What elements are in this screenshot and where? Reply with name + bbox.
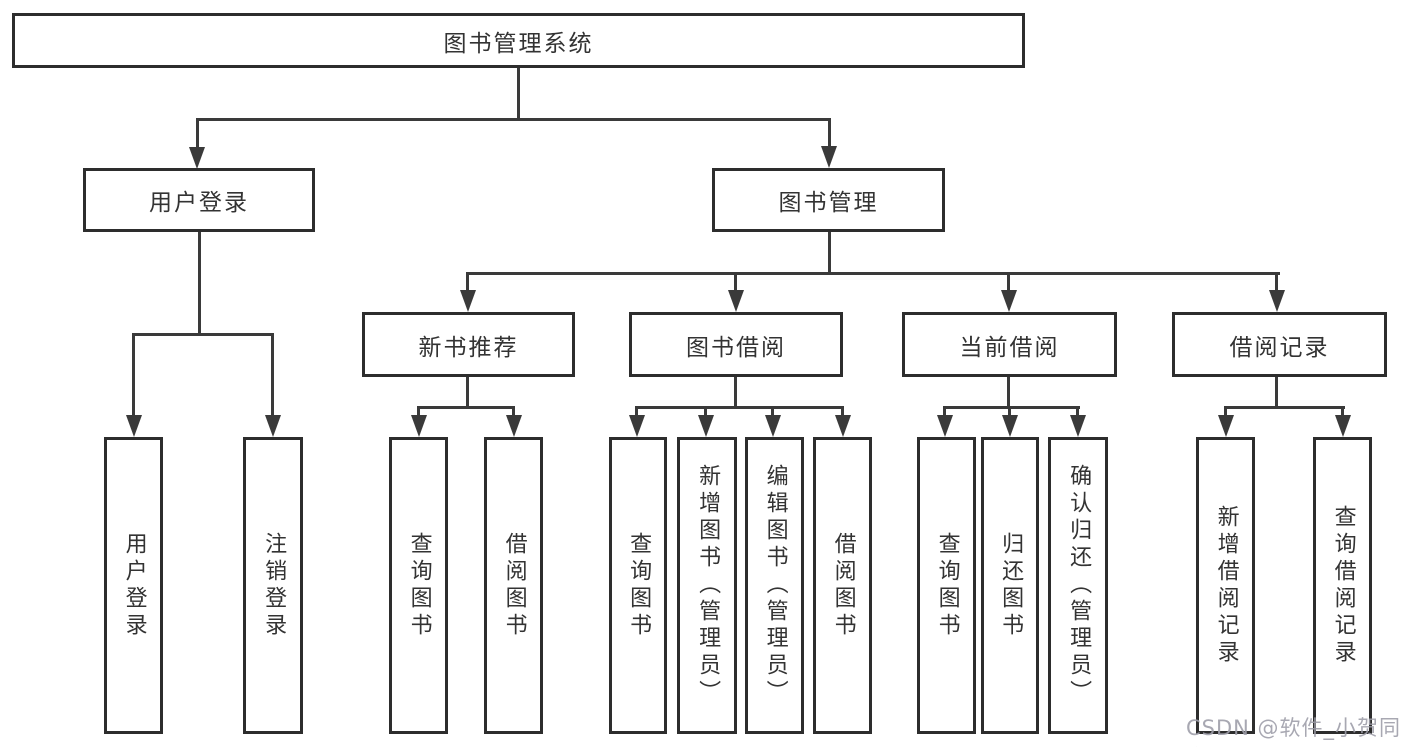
leaf-query-book-1: 查询图书 xyxy=(389,437,448,734)
edge-drop-return-book xyxy=(1008,406,1011,418)
arrow-query-book-3 xyxy=(937,415,953,437)
node-current-borrow-label: 当前借阅 xyxy=(959,334,1060,361)
leaf-return-book-label: 归还图书 xyxy=(998,531,1024,640)
leaf-borrow-book-2: 借阅图书 xyxy=(813,437,872,734)
arrow-borrow-book-1 xyxy=(506,415,522,437)
edge-drop-borrow-book-1 xyxy=(512,406,515,418)
leaf-query-record-label: 查询借阅记录 xyxy=(1330,504,1356,667)
leaf-query-book-3: 查询图书 xyxy=(917,437,976,734)
edge-drop-confirm-return xyxy=(1076,406,1079,418)
node-book-management: 图书管理 xyxy=(712,168,945,232)
leaf-add-record: 新增借阅记录 xyxy=(1196,437,1255,734)
edge-new-book-recommend-bus xyxy=(417,406,515,409)
edge-book-management-bus xyxy=(467,272,1280,275)
edge-drop-edit-book xyxy=(771,406,774,418)
leaf-return-book: 归还图书 xyxy=(981,437,1039,734)
leaf-logout-label: 注销登录 xyxy=(261,531,287,640)
edge-drop-leaf-user-login xyxy=(132,333,135,418)
edge-drop-book-management xyxy=(828,118,831,149)
leaf-borrow-book-2-label: 借阅图书 xyxy=(830,531,856,640)
edge-book-management-stem xyxy=(828,232,831,275)
edge-borrow-records-stem xyxy=(1275,377,1278,409)
edge-current-borrow-bus xyxy=(943,406,1080,409)
arrow-add-record xyxy=(1218,415,1234,437)
edge-root-stem xyxy=(517,68,520,120)
leaf-query-book-3-label: 查询图书 xyxy=(934,531,960,640)
leaf-borrow-book-1-label: 借阅图书 xyxy=(501,531,527,640)
leaf-logout: 注销登录 xyxy=(243,437,303,734)
arrow-query-book-1 xyxy=(411,415,427,437)
node-user-login: 用户登录 xyxy=(83,168,315,232)
csdn-watermark: CSDN @软件_小贺同学 xyxy=(1186,716,1402,747)
node-borrow-records-label: 借阅记录 xyxy=(1229,334,1330,361)
edge-drop-book-borrow xyxy=(734,272,737,292)
node-borrow-records: 借阅记录 xyxy=(1172,312,1387,377)
edge-drop-current-borrow xyxy=(1007,272,1010,292)
node-book-management-label: 图书管理 xyxy=(778,190,879,216)
edge-new-book-recommend-stem xyxy=(466,377,469,409)
leaf-confirm-return: 确认归还（管理员） xyxy=(1048,437,1108,734)
arrow-query-record xyxy=(1335,415,1351,437)
node-user-login-label: 用户登录 xyxy=(149,190,249,216)
edge-drop-query-book-2 xyxy=(635,406,638,418)
leaf-user-login: 用户登录 xyxy=(104,437,163,734)
node-new-book-recommend: 新书推荐 xyxy=(362,312,575,377)
edge-user-login-stem xyxy=(198,232,201,336)
node-book-borrow: 图书借阅 xyxy=(629,312,843,377)
arrow-book-management xyxy=(821,146,837,168)
leaf-query-record: 查询借阅记录 xyxy=(1313,437,1372,734)
arrow-query-book-2 xyxy=(629,415,645,437)
edge-drop-query-book-1 xyxy=(417,406,420,418)
edge-drop-borrow-book-2 xyxy=(841,406,844,418)
node-current-borrow: 当前借阅 xyxy=(902,312,1117,377)
edge-book-borrow-bus xyxy=(635,406,844,409)
edge-current-borrow-stem xyxy=(1007,377,1010,409)
leaf-query-book-2: 查询图书 xyxy=(609,437,667,734)
edge-root-bus xyxy=(196,118,831,121)
arrow-current-borrow xyxy=(1001,290,1017,312)
edge-drop-user-login xyxy=(196,118,199,150)
arrow-edit-book xyxy=(765,415,781,437)
edge-drop-borrow-records xyxy=(1275,272,1278,292)
edge-drop-add-book xyxy=(704,406,707,418)
node-new-book-recommend-label: 新书推荐 xyxy=(418,334,519,361)
arrow-leaf-logout xyxy=(265,415,281,437)
arrow-new-book-recommend xyxy=(460,290,476,312)
leaf-add-record-label: 新增借阅记录 xyxy=(1213,504,1239,667)
edge-drop-query-record xyxy=(1341,406,1344,418)
node-book-borrow-label: 图书借阅 xyxy=(686,334,786,361)
edge-drop-query-book-3 xyxy=(943,406,946,418)
arrow-borrow-book-2 xyxy=(835,415,851,437)
leaf-edit-book-label: 编辑图书（管理员） xyxy=(762,464,788,707)
arrow-book-borrow xyxy=(728,290,744,312)
leaf-add-book: 新增图书（管理员） xyxy=(677,437,737,734)
leaf-add-book-label: 新增图书（管理员） xyxy=(695,464,721,707)
node-root: 图书管理系统 xyxy=(12,13,1025,68)
node-root-label: 图书管理系统 xyxy=(443,30,594,57)
leaf-query-book-1-label: 查询图书 xyxy=(406,531,432,640)
leaf-borrow-book-1: 借阅图书 xyxy=(484,437,543,734)
edge-drop-add-record xyxy=(1224,406,1227,418)
leaf-user-login-label: 用户登录 xyxy=(121,531,147,640)
leaf-edit-book: 编辑图书（管理员） xyxy=(745,437,804,734)
arrow-borrow-records xyxy=(1269,290,1285,312)
arrow-add-book xyxy=(698,415,714,437)
arrow-user-login xyxy=(189,147,205,169)
arrow-return-book xyxy=(1002,415,1018,437)
edge-user-login-bus xyxy=(132,333,274,336)
arrow-leaf-user-login xyxy=(126,415,142,437)
edge-drop-new-book-recommend xyxy=(466,272,469,292)
arrow-confirm-return xyxy=(1070,415,1086,437)
leaf-query-book-2-label: 查询图书 xyxy=(626,531,652,640)
edge-book-borrow-stem xyxy=(734,377,737,409)
edge-drop-leaf-logout xyxy=(271,333,274,418)
leaf-confirm-return-label: 确认归还（管理员） xyxy=(1066,464,1092,707)
edge-borrow-records-bus xyxy=(1224,406,1345,409)
